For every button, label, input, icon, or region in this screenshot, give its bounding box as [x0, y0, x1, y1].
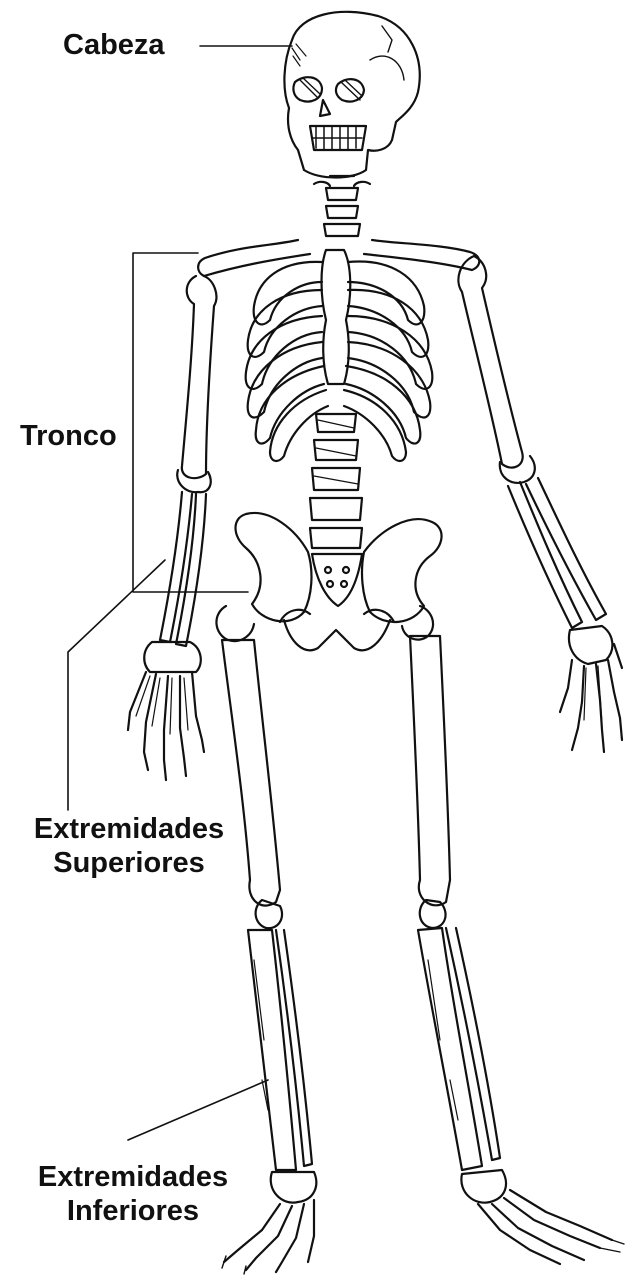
pelvis	[236, 513, 442, 650]
left-hand	[128, 642, 204, 780]
right-radius	[508, 482, 582, 628]
left-femur-head	[216, 606, 254, 641]
right-leg	[402, 606, 624, 1264]
left-radius	[160, 492, 192, 642]
lumbar-spine	[310, 414, 362, 548]
lower-limbs-leader-line	[128, 1080, 268, 1140]
sternum	[322, 250, 351, 384]
upper-limbs-label: Extremidades Superiores	[14, 812, 244, 880]
right-femur	[410, 636, 450, 905]
right-ulna	[526, 478, 606, 620]
left-iliac-crest	[236, 513, 312, 621]
upper-limbs-leader-line	[68, 560, 165, 810]
clavicles	[198, 240, 479, 276]
right-ribs	[344, 261, 432, 460]
head-label: Cabeza	[63, 28, 165, 62]
lower-limbs-label-line1: Extremidades	[22, 1160, 244, 1194]
lower-limbs-label: Extremidades Inferiores	[22, 1160, 244, 1228]
upper-limbs-label-line1: Extremidades	[14, 812, 244, 846]
rib-cage	[246, 250, 433, 461]
trunk-bracket	[133, 253, 248, 592]
teeth	[312, 126, 362, 150]
trunk-label: Tronco	[20, 419, 117, 453]
skull	[284, 12, 419, 178]
upper-limbs-label-line2: Superiores	[14, 846, 244, 880]
cervical-spine	[314, 176, 370, 236]
nasal-cavity	[320, 100, 330, 116]
left-fibula	[276, 930, 312, 1166]
left-arm	[128, 276, 216, 780]
right-femur-head	[402, 606, 433, 640]
right-humerus	[458, 256, 522, 468]
right-hand	[560, 626, 622, 752]
right-iliac-crest	[362, 519, 442, 622]
right-arm	[458, 256, 622, 752]
lower-limbs-label-line2: Inferiores	[22, 1194, 244, 1228]
right-foot	[461, 1170, 624, 1264]
left-humerus	[182, 276, 217, 478]
pubic-bone	[284, 620, 390, 650]
sacrum	[312, 554, 362, 606]
left-ribs	[246, 262, 328, 461]
